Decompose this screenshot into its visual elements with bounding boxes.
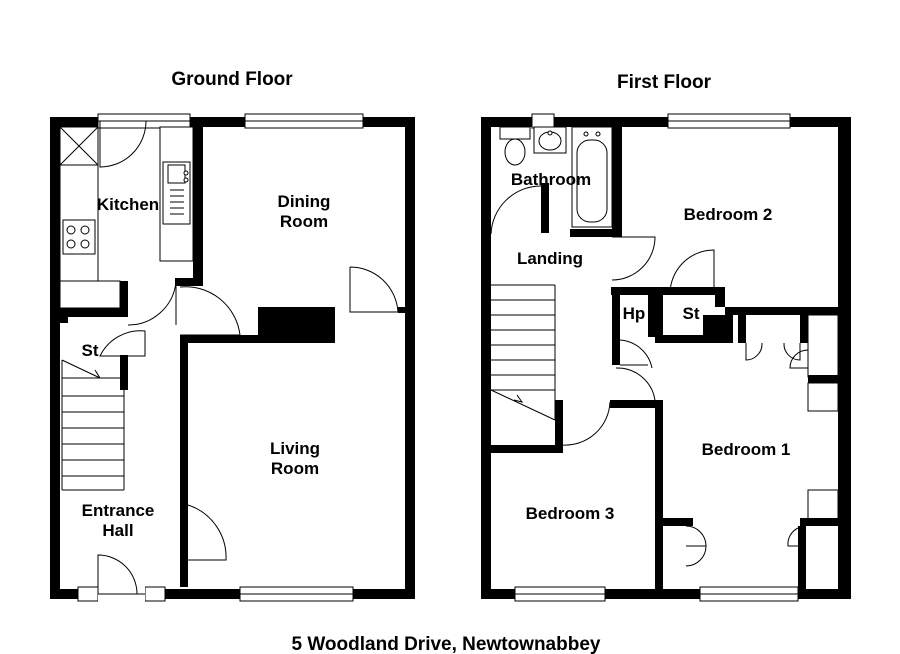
wardrobe-door-right xyxy=(783,342,801,361)
stairwell-wall xyxy=(555,400,563,453)
first-store-door-swing xyxy=(669,249,715,296)
bathroom-partition xyxy=(541,183,549,233)
hall-window-left xyxy=(77,586,99,602)
bedroom2-door-swing xyxy=(611,236,656,281)
bedroom3-label: Bedroom 3 xyxy=(526,504,615,523)
bedroom1-bedroom3-wall xyxy=(655,400,663,590)
hotpress-label: Hp xyxy=(623,304,646,323)
kitchen-bottom-wall xyxy=(60,307,120,317)
kitchen-back-door-swing xyxy=(99,120,147,168)
bedroom3-top-wall xyxy=(491,445,561,453)
gf-top-wall xyxy=(50,117,415,127)
living-room-label-line2: Room xyxy=(271,459,319,478)
bedroom2-store-top-wall xyxy=(655,287,715,295)
ground-floor-plan xyxy=(50,113,415,602)
wardrobe-door-left xyxy=(745,342,763,361)
dining-room-label-line1: Dining xyxy=(278,192,331,211)
toilet-cistern xyxy=(499,126,531,140)
ff-left-wall xyxy=(481,117,491,599)
dining-living-wall xyxy=(180,335,335,343)
gf-left-wall xyxy=(50,117,60,599)
first-floor-heading: First Floor xyxy=(617,72,712,93)
bottom-wardrobe-door-1 xyxy=(685,525,707,547)
ground-floor-heading: Ground Floor xyxy=(171,69,293,90)
kitchen-door-jamb xyxy=(120,281,128,317)
entrance-hall-label-line2: Hall xyxy=(102,521,133,540)
dining-door-swing xyxy=(179,286,241,336)
labels: Ground Floor First Floor Kitchen Dining … xyxy=(82,69,791,654)
ground-store-label: St xyxy=(82,341,99,360)
bottom-wardrobe-door-2 xyxy=(685,545,707,567)
hall-window-right xyxy=(144,586,166,602)
landing-label: Landing xyxy=(517,249,583,268)
first-store-tank xyxy=(703,315,725,340)
bathroom-bottom-wall xyxy=(570,229,622,237)
ground-stairs xyxy=(61,359,125,491)
ff-right-wall xyxy=(838,117,851,599)
kitchen-door-swing xyxy=(127,281,177,326)
bath xyxy=(571,126,613,228)
bathroom-label: Bathroom xyxy=(511,170,591,189)
kitchen-dining-wall xyxy=(193,127,203,282)
first-floor-plan xyxy=(481,113,851,602)
bedroom2-bottom-wall xyxy=(725,307,851,315)
bathroom-window xyxy=(531,113,555,129)
living-room-label-line1: Living xyxy=(270,439,320,458)
store-bottom-wall xyxy=(655,335,730,343)
wardrobe-door-side xyxy=(789,349,809,369)
store-door-swing xyxy=(99,330,146,357)
hotpress-left-wall xyxy=(612,287,620,365)
bedroom2-label: Bedroom 2 xyxy=(684,205,773,224)
dining-room-label-line2: Room xyxy=(280,212,328,231)
bedroom1-door-swing xyxy=(615,367,656,401)
gf-bottom-wall xyxy=(50,589,415,599)
first-store-label: St xyxy=(683,304,700,323)
bathroom-door-swing xyxy=(490,185,542,235)
front-door-swing xyxy=(97,554,138,595)
bedroom1-label: Bedroom 1 xyxy=(702,440,791,459)
kitchen-wall-stub xyxy=(175,278,203,286)
hotpress-right-wall xyxy=(648,287,656,337)
hotpress-door-swing xyxy=(619,339,653,369)
kitchen-hob xyxy=(62,219,96,255)
landing-bottom-wall xyxy=(610,400,662,408)
bottom-wardrobe-door-3 xyxy=(787,527,799,547)
living-dining-door-swing xyxy=(349,266,399,313)
bedroom1-wardrobe-right xyxy=(807,314,839,378)
bathroom-right-wall xyxy=(612,127,622,237)
living-door-swing xyxy=(187,504,227,561)
gf-right-wall xyxy=(405,117,415,599)
hall-living-wall xyxy=(180,335,188,587)
store-wall xyxy=(120,355,128,390)
kitchen-label: Kitchen xyxy=(97,195,159,214)
toilet xyxy=(504,138,526,166)
ff-bottom-wall xyxy=(481,589,851,599)
address-caption: 5 Woodland Drive, Newtownabbey xyxy=(292,634,601,654)
bedroom3-door-swing xyxy=(561,401,611,446)
first-stairs xyxy=(490,284,556,421)
ff-top-wall xyxy=(481,117,851,127)
entrance-hall-label-line1: Entrance xyxy=(82,501,155,520)
